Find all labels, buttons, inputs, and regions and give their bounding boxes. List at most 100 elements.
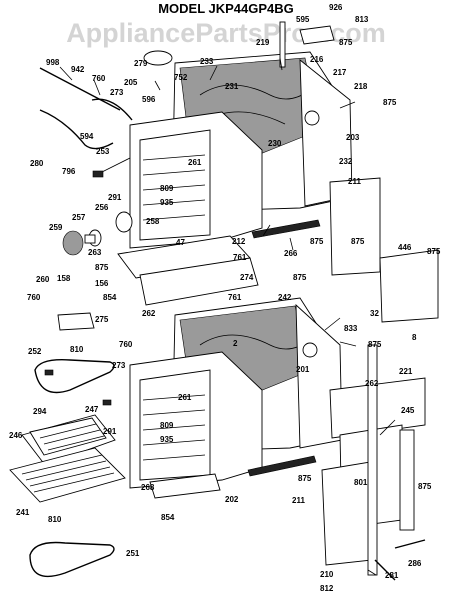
part-label: 257 bbox=[72, 213, 86, 222]
part-number-labels: 926 813 595 219 875 998 942 279 233 216 … bbox=[9, 3, 441, 593]
part-label: 813 bbox=[355, 15, 369, 24]
part-label: 854 bbox=[161, 513, 175, 522]
part-label: 273 bbox=[110, 88, 124, 97]
part-label: 596 bbox=[142, 95, 156, 104]
part-label: 760 bbox=[27, 293, 41, 302]
part-label: 810 bbox=[48, 515, 62, 524]
part-label: 281 bbox=[385, 571, 399, 580]
oven-rack bbox=[9, 447, 126, 503]
part-label: 203 bbox=[346, 133, 360, 142]
part-label: 801 bbox=[354, 478, 368, 487]
part-label: 280 bbox=[30, 159, 44, 168]
part-label: 261 bbox=[188, 158, 202, 167]
upper-left-components bbox=[39, 50, 173, 178]
part-label: 446 bbox=[398, 243, 412, 252]
lower-oven-assembly bbox=[129, 297, 343, 499]
part-label: 809 bbox=[160, 184, 174, 193]
part-label: 926 bbox=[329, 3, 343, 12]
upper-trim-strip bbox=[251, 219, 321, 239]
part-label: 854 bbox=[103, 293, 117, 302]
part-label: 210 bbox=[320, 570, 334, 579]
part-label: 258 bbox=[146, 217, 160, 226]
part-label: 761 bbox=[233, 253, 247, 262]
part-label: 875 bbox=[368, 340, 382, 349]
knob-assembly bbox=[62, 211, 133, 256]
part-label: 32 bbox=[370, 309, 379, 318]
part-label: 761 bbox=[228, 293, 242, 302]
part-label: 998 bbox=[46, 58, 60, 67]
part-label: 233 bbox=[200, 57, 214, 66]
part-label: 875 bbox=[351, 237, 365, 246]
part-label: 833 bbox=[344, 324, 358, 333]
part-label: 47 bbox=[176, 238, 185, 247]
part-label: 201 bbox=[296, 365, 310, 374]
part-label: 594 bbox=[80, 132, 94, 141]
part-label: 935 bbox=[160, 198, 174, 207]
part-label: 275 bbox=[95, 315, 109, 324]
part-label: 875 bbox=[383, 98, 397, 107]
part-label: 261 bbox=[178, 393, 192, 402]
part-label: 216 bbox=[310, 55, 324, 64]
middle-panel bbox=[139, 257, 259, 306]
upper-side-port bbox=[304, 110, 320, 126]
diagram-title: MODEL JKP44GP4BG bbox=[158, 1, 294, 16]
lower-left-components bbox=[9, 359, 126, 578]
part-label: 156 bbox=[95, 279, 109, 288]
leader-lines bbox=[59, 57, 396, 576]
part-label: 212 bbox=[232, 237, 246, 246]
part-label: 256 bbox=[95, 203, 109, 212]
part-label: 251 bbox=[126, 549, 140, 558]
bake-element-lower bbox=[29, 541, 115, 578]
part-label: 760 bbox=[92, 74, 106, 83]
part-label: 809 bbox=[160, 421, 174, 430]
lower-oven-cavity bbox=[139, 369, 211, 481]
part-label: 202 bbox=[225, 495, 239, 504]
light-cover bbox=[143, 50, 173, 66]
part-label: 205 bbox=[124, 78, 138, 87]
part-label: 259 bbox=[49, 223, 63, 232]
part-label: 242 bbox=[278, 293, 292, 302]
part-label: 935 bbox=[160, 435, 174, 444]
part-label: 263 bbox=[88, 248, 102, 257]
part-label: 268 bbox=[141, 483, 155, 492]
part-label: 245 bbox=[401, 406, 415, 415]
part-label: 2 bbox=[233, 339, 238, 348]
part-label: 875 bbox=[339, 38, 353, 47]
lower-trim-strip bbox=[247, 455, 317, 477]
part-label: 810 bbox=[70, 345, 84, 354]
part-label: 274 bbox=[240, 273, 254, 282]
part-label: 294 bbox=[33, 407, 47, 416]
top-bracket bbox=[299, 25, 335, 45]
part-label: 241 bbox=[16, 508, 30, 517]
part-label: 875 bbox=[298, 474, 312, 483]
vent-tube bbox=[279, 21, 286, 68]
part-label: 221 bbox=[399, 367, 413, 376]
part-label: 812 bbox=[320, 584, 334, 593]
part-label: 595 bbox=[296, 15, 310, 24]
part-label: 875 bbox=[310, 237, 324, 246]
part-label: 875 bbox=[418, 482, 432, 491]
part-label: 796 bbox=[62, 167, 76, 176]
upper-oven-cavity bbox=[139, 129, 211, 241]
vertical-rail bbox=[367, 344, 378, 576]
part-label: 260 bbox=[36, 275, 50, 284]
part-label: 232 bbox=[339, 157, 353, 166]
part-label: 291 bbox=[103, 427, 117, 436]
part-label: 246 bbox=[9, 431, 23, 440]
part-label: 8 bbox=[412, 333, 417, 342]
part-label: 291 bbox=[108, 193, 122, 202]
upper-oven-assembly bbox=[129, 21, 353, 249]
part-label: 875 bbox=[293, 273, 307, 282]
lower-back-panel bbox=[329, 377, 426, 439]
upper-back-panel bbox=[329, 177, 381, 276]
bake-element-upper bbox=[34, 359, 115, 394]
selector-knob bbox=[62, 230, 84, 256]
part-label: 247 bbox=[85, 405, 99, 414]
part-label: 875 bbox=[95, 263, 109, 272]
part-label: 266 bbox=[284, 249, 298, 258]
control-bracket bbox=[379, 249, 439, 323]
part-label: 231 bbox=[225, 82, 239, 91]
part-label: 286 bbox=[408, 559, 422, 568]
switch-bracket bbox=[57, 312, 95, 331]
part-label: 279 bbox=[134, 59, 148, 68]
